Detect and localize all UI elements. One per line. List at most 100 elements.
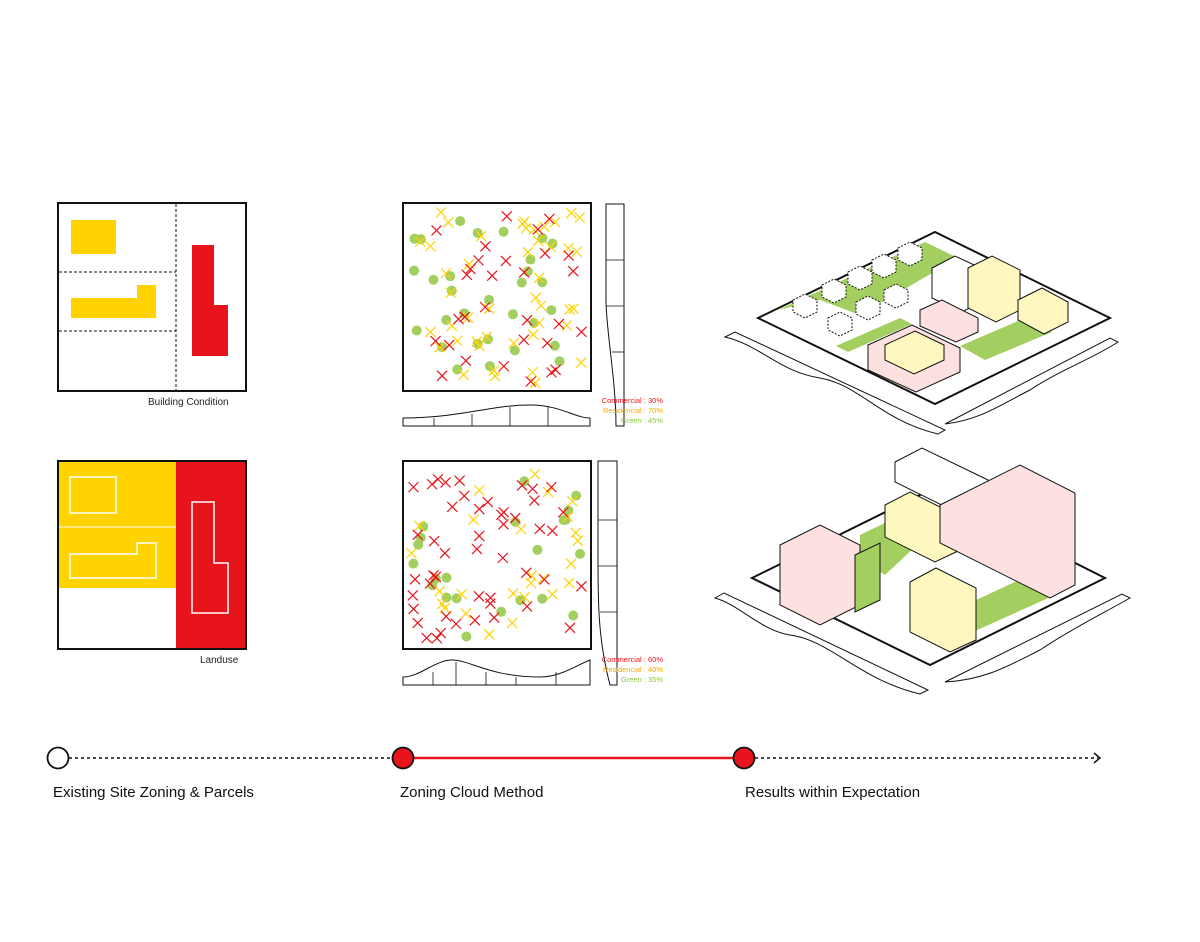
cloud-legend-2: Commercial : 60% Residencial : 40% Green… bbox=[573, 655, 663, 685]
commercial-cross bbox=[428, 570, 439, 581]
residential-building bbox=[71, 220, 116, 254]
residential-cross bbox=[522, 246, 534, 258]
green-dot bbox=[525, 254, 536, 265]
residential-cross bbox=[572, 535, 584, 547]
commercial-cross bbox=[471, 543, 483, 555]
legend-commercial: Commercial : 60% bbox=[601, 655, 663, 664]
green-dot bbox=[568, 610, 579, 621]
residential-cross bbox=[473, 484, 485, 496]
green-dot bbox=[483, 334, 494, 345]
residential-cross bbox=[565, 558, 577, 570]
commercial-cross bbox=[545, 481, 557, 493]
residential-cross bbox=[549, 216, 561, 228]
commercial-cross bbox=[412, 617, 424, 629]
commercial-cross bbox=[541, 337, 553, 349]
green-dot bbox=[461, 631, 472, 642]
residential-cross bbox=[547, 588, 558, 600]
green-dot bbox=[507, 309, 518, 320]
commercial-cross bbox=[543, 213, 555, 225]
green-dot bbox=[546, 305, 557, 316]
commercial-cross bbox=[498, 518, 509, 530]
landuse-label: Landuse bbox=[200, 655, 239, 666]
commercial-cross bbox=[538, 574, 550, 585]
residential-cross bbox=[483, 629, 495, 640]
green-dot bbox=[575, 548, 586, 559]
commercial-cross bbox=[421, 632, 433, 644]
commercial-cross bbox=[482, 496, 494, 508]
commercial-cross bbox=[488, 612, 500, 623]
residential-building bbox=[71, 285, 156, 318]
green-dot bbox=[451, 593, 462, 604]
commercial-cross bbox=[473, 503, 485, 515]
residential-cross bbox=[564, 304, 576, 315]
residential-cross bbox=[542, 486, 554, 498]
residential-cross bbox=[506, 617, 518, 629]
green-dot bbox=[446, 285, 457, 296]
commercial-cross bbox=[426, 478, 438, 490]
commercial-cross bbox=[479, 301, 491, 313]
commercial-cross bbox=[409, 573, 421, 585]
green-dot bbox=[510, 516, 521, 527]
step-label-results: Results within Expectation bbox=[745, 784, 921, 801]
commercial-cross bbox=[567, 265, 579, 277]
green-dot bbox=[554, 356, 565, 367]
green-dot bbox=[445, 271, 456, 282]
residential-cross bbox=[528, 224, 540, 236]
cloud-legend-1: Commercial : 30% Residencial : 70% Green… bbox=[573, 396, 663, 426]
green-dot bbox=[409, 233, 420, 244]
residential-cross bbox=[424, 240, 436, 252]
commercial-cross bbox=[520, 567, 532, 579]
residential-cross bbox=[442, 216, 454, 228]
residential-cross bbox=[460, 608, 472, 619]
commercial-cross bbox=[575, 580, 587, 592]
commercial-cross bbox=[509, 512, 521, 524]
commercial-cross bbox=[557, 506, 569, 518]
residential-cross bbox=[481, 331, 493, 343]
legend-green: Green : 35% bbox=[620, 675, 663, 684]
residential-cross bbox=[529, 468, 541, 480]
green-dot bbox=[522, 266, 533, 277]
residential-cross bbox=[458, 369, 469, 381]
residential-cross bbox=[563, 577, 575, 589]
commercial-cross bbox=[497, 552, 509, 564]
residential-cross bbox=[445, 287, 457, 299]
commercial-cross bbox=[443, 339, 455, 351]
building-condition-panel bbox=[57, 202, 247, 392]
step-label-existing: Existing Site Zoning & Parcels bbox=[53, 784, 254, 801]
residential-cross bbox=[568, 303, 579, 315]
commercial-cross bbox=[546, 525, 558, 537]
commercial-cross bbox=[430, 335, 442, 347]
residential-cross bbox=[530, 292, 542, 304]
residential-cross bbox=[507, 588, 519, 599]
timeline-node-1 bbox=[46, 746, 70, 770]
commercial-cross bbox=[486, 270, 498, 282]
residential-cross bbox=[566, 495, 578, 507]
residential-cross bbox=[538, 221, 550, 233]
commercial-cross bbox=[521, 601, 533, 612]
residential-cross bbox=[565, 207, 577, 219]
residential-cross bbox=[527, 329, 539, 341]
landuse-panel bbox=[57, 460, 247, 650]
residential-cross bbox=[519, 591, 530, 603]
green-dot bbox=[455, 216, 466, 227]
residential-cross bbox=[483, 303, 495, 315]
commercial-cross bbox=[527, 483, 539, 495]
residential-cross bbox=[468, 514, 479, 526]
commercial-cross bbox=[525, 376, 537, 387]
commercial-cross bbox=[407, 589, 419, 601]
green-dot bbox=[516, 277, 527, 288]
commercial-cross bbox=[498, 360, 510, 372]
commercial-cross bbox=[485, 592, 496, 604]
residential-cross bbox=[437, 598, 448, 610]
green-dot bbox=[537, 233, 548, 244]
commercial-cross bbox=[464, 263, 476, 275]
commercial-cross bbox=[564, 622, 576, 634]
commercial-cross bbox=[453, 313, 464, 325]
isometric-result-2 bbox=[713, 447, 1132, 695]
residential-cross bbox=[535, 300, 547, 312]
commercial-cross bbox=[440, 611, 452, 622]
residential-cross bbox=[527, 366, 538, 378]
residential-cross bbox=[515, 523, 527, 535]
residential-cross bbox=[475, 230, 487, 242]
